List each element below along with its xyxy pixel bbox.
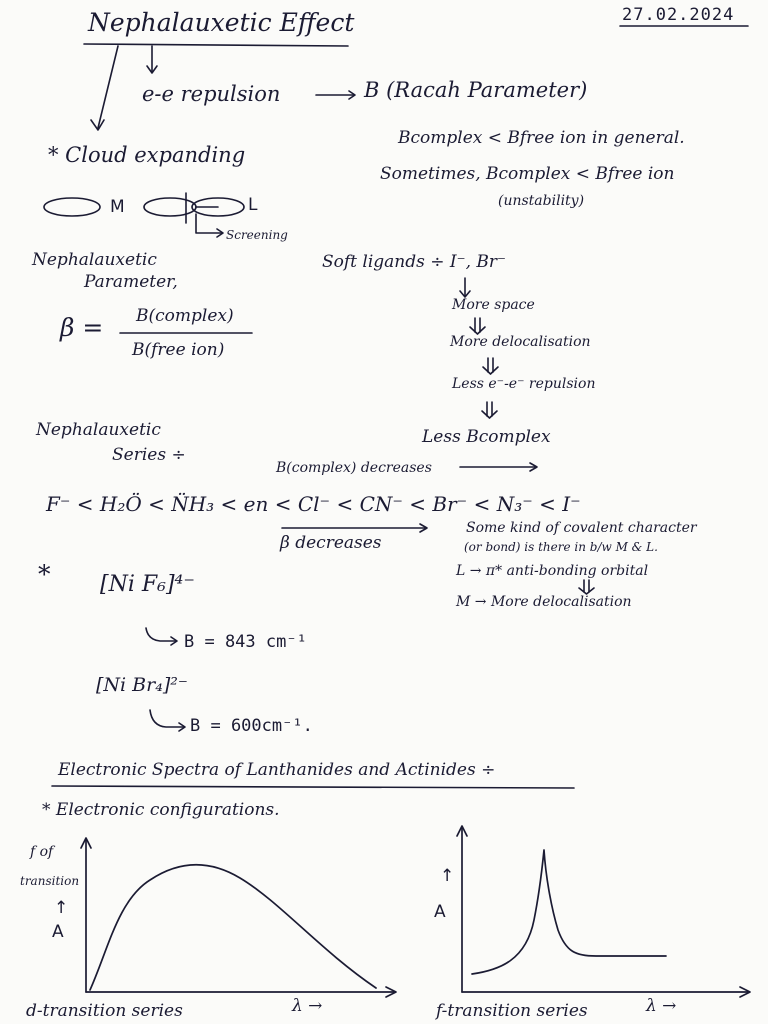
repulsion-text: e-e repulsion: [142, 82, 281, 106]
d-graph-ylabel-1: f of: [30, 844, 54, 860]
beta-decreases-text: β decreases: [280, 533, 382, 553]
soft-step-more-space: More space: [452, 297, 535, 313]
f-graph-sharp-peak: [471, 849, 667, 975]
covalent-line-4: M → More delocalisation: [456, 594, 632, 610]
b-decreases-text: B(complex) decreases: [276, 460, 432, 476]
f-graph-arrow-up-icon: ↑: [440, 866, 455, 886]
covalent-line-2: (or bond) is there in b/w M & L.: [464, 540, 658, 554]
date-label: 27.02.2024: [622, 5, 735, 25]
soft-step-less-bcomplex: Less Bcomplex: [422, 427, 551, 447]
beta-symbol: β =: [60, 313, 104, 342]
title-underline: [83, 43, 349, 47]
parameter-label-2: Parameter,: [84, 272, 178, 292]
metal-label: M: [110, 197, 125, 217]
general-line-3: (unstability): [498, 193, 585, 209]
example-2-formula: [Ni Br₄]²⁻: [96, 674, 188, 696]
examples-star: *: [38, 560, 51, 589]
beta-numerator: B(complex): [136, 306, 234, 326]
ex2-hook-arrow: [149, 709, 185, 728]
spectra-heading: Electronic Spectra of Lanthanides and Ac…: [58, 760, 496, 780]
series-label-2: Series ÷: [112, 445, 186, 465]
spectra-heading-underline: [51, 785, 575, 789]
f-graph-caption: f-transition series: [436, 1001, 588, 1021]
arrow-to-cloud: [97, 45, 119, 129]
covalent-line-3: L → π* anti-bonding orbital: [456, 563, 649, 579]
d-transition-spectrum-graph: [80, 837, 397, 998]
metal-lobe: [43, 197, 101, 217]
screening-label: Screening: [226, 228, 288, 242]
example-1-value: B = 843 cm⁻¹: [184, 632, 307, 652]
example-1-formula: [Ni F₆]⁴⁻: [100, 572, 195, 597]
electronic-configurations-text: * Electronic configurations.: [42, 800, 280, 820]
d-graph-caption: d-transition series: [26, 1001, 183, 1021]
parameter-label-1: Nephalauxetic: [32, 250, 157, 270]
d-graph-absorbance-label: A: [52, 922, 64, 942]
example-2-value: B = 600cm⁻¹.: [190, 716, 313, 736]
soft-step-less-repulsion: Less e⁻-e⁻ repulsion: [452, 376, 596, 392]
general-line-1: Bcomplex < Bfree ion in general.: [398, 128, 685, 148]
ligand-lobe-right: [191, 197, 245, 217]
d-graph-arrow-up-icon: ↑: [54, 898, 69, 918]
general-line-2: Sometimes, Bcomplex < Bfree ion: [380, 164, 675, 184]
d-graph-broad-band: [89, 863, 377, 991]
nephalauxetic-series-sequence: F⁻ < H₂Ö < N̈H₃ < en < Cl⁻ < CN⁻ < Br⁻ <…: [46, 492, 581, 516]
cloud-expanding-text: * Cloud expanding: [48, 143, 246, 167]
d-graph-xlabel: λ →: [292, 996, 323, 1016]
ligand-lobe-left: [143, 197, 197, 217]
f-graph-xlabel: λ →: [646, 996, 677, 1016]
series-label-1: Nephalauxetic: [36, 420, 161, 440]
f-graph-absorbance-label: A: [434, 902, 446, 922]
racah-parameter-text: B (Racah Parameter): [364, 78, 588, 102]
soft-ligands-text: Soft ligands ÷ I⁻, Br⁻: [322, 252, 506, 272]
covalent-line-1: Some kind of covalent character: [466, 520, 697, 536]
soft-step-delocalisation: More delocalisation: [450, 334, 591, 350]
beta-denominator: B(free ion): [132, 340, 225, 360]
ex1-hook-arrow: [145, 627, 177, 642]
ligand-label: L: [248, 195, 258, 215]
screening-arrow: [195, 213, 223, 234]
f-transition-spectrum-graph: [456, 825, 751, 998]
page-title: Nephalauxetic Effect: [88, 8, 355, 37]
d-graph-ylabel-2: transition: [20, 874, 80, 888]
